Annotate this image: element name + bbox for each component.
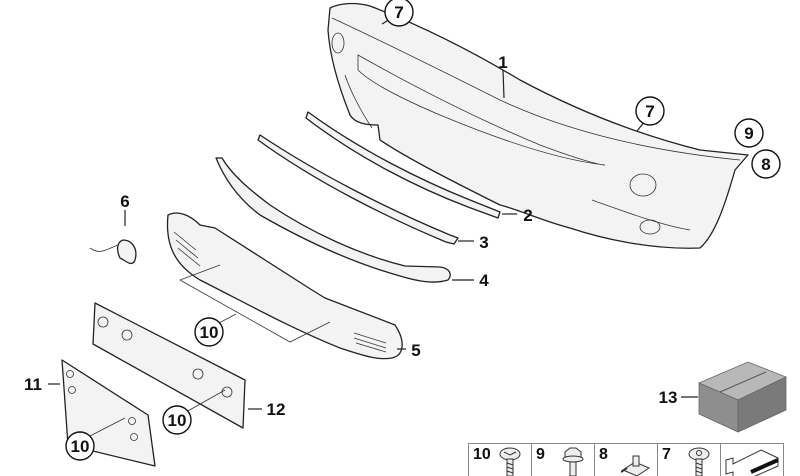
- hardware-cell-ref[interactable]: [721, 444, 784, 476]
- torx-screw-icon: [688, 447, 710, 476]
- svg-text:10: 10: [71, 437, 90, 456]
- callout-8[interactable]: 8: [751, 149, 781, 179]
- hardware-label: 7: [662, 446, 671, 463]
- callout-11[interactable]: 11: [24, 375, 42, 394]
- callout-6[interactable]: 6: [120, 192, 129, 211]
- hardware-cell-7[interactable]: 7: [658, 444, 721, 476]
- svg-text:10: 10: [200, 323, 219, 342]
- hardware-label: 8: [599, 446, 608, 463]
- callout-10c[interactable]: 10: [65, 431, 95, 461]
- trim-strip-middle[interactable]: [257, 134, 459, 245]
- svg-text:7: 7: [394, 3, 403, 22]
- callout-3[interactable]: 3: [479, 233, 488, 252]
- reference-arrow-icon: [725, 449, 779, 476]
- callout-7a[interactable]: 7: [384, 0, 414, 27]
- lower-grille[interactable]: [166, 212, 403, 360]
- svg-text:10: 10: [168, 411, 187, 430]
- trim-strip-lower[interactable]: [215, 157, 451, 283]
- hex-bolt-icon: [562, 447, 584, 476]
- svg-text:7: 7: [645, 102, 654, 121]
- hardware-label: 10: [473, 446, 491, 463]
- clip-nut-icon: [621, 455, 651, 476]
- callout-9[interactable]: 9: [734, 118, 764, 148]
- callout-10b[interactable]: 10: [162, 405, 192, 435]
- pan-head-screw-icon: [499, 447, 521, 476]
- callout-7b[interactable]: 7: [635, 96, 665, 126]
- hardware-table: 10 9 8 7: [468, 443, 784, 476]
- repair-kit-box[interactable]: [697, 361, 787, 433]
- tow-hook-cover[interactable]: [89, 239, 137, 265]
- bumper-trim-panel[interactable]: [327, 2, 749, 249]
- hardware-cell-10[interactable]: 10: [469, 444, 532, 476]
- callout-1[interactable]: 1: [498, 53, 507, 72]
- callout-2[interactable]: 2: [523, 206, 532, 225]
- callout-12[interactable]: 12: [267, 400, 286, 419]
- callout-4[interactable]: 4: [479, 271, 489, 290]
- callout-10a[interactable]: 10: [194, 317, 224, 347]
- hardware-cell-8[interactable]: 8: [595, 444, 658, 476]
- callout-5[interactable]: 5: [411, 341, 420, 360]
- hardware-label: 9: [536, 446, 545, 463]
- svg-text:8: 8: [761, 155, 770, 174]
- svg-text:9: 9: [744, 124, 753, 143]
- callout-13[interactable]: 13: [659, 388, 678, 407]
- hardware-cell-9[interactable]: 9: [532, 444, 595, 476]
- trim-strip-upper[interactable]: [305, 111, 501, 219]
- leader-lines: [48, 17, 698, 437]
